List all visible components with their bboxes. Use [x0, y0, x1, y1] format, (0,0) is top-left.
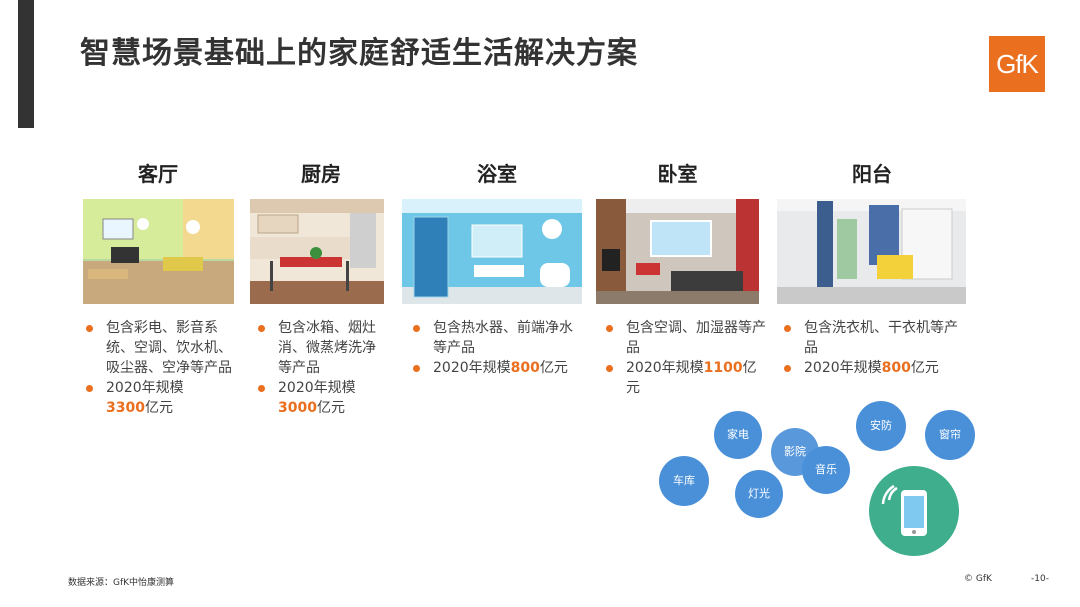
- bullet-item: 包含冰箱、烟灶消、微蒸烤洗净等产品: [255, 318, 385, 378]
- accent-bar: [18, 0, 34, 128]
- bullet-item: 包含彩电、影音系统、空调、饮水机、吸尘器、空净等产品: [83, 318, 243, 378]
- market-value: 800: [510, 360, 540, 376]
- bubble-music: 音乐: [802, 446, 850, 494]
- bullet-item: 包含洗衣机、干衣机等产品: [781, 318, 966, 358]
- bathroom-bullets: 包含热水器、前端净水等产品 2020年规模800亿元: [410, 318, 575, 378]
- balcony-bullets: 包含洗衣机、干衣机等产品 2020年规模800亿元: [781, 318, 966, 378]
- bubble-lighting: 灯光: [735, 470, 783, 518]
- bullet-item: 2020年规模800亿元: [781, 358, 966, 378]
- scene-title-balcony: 阳台: [852, 162, 892, 186]
- bullet-item: 2020年规模800亿元: [410, 358, 575, 378]
- scene-title-kitchen: 厨房: [301, 162, 341, 186]
- page-number: -10-: [1031, 574, 1049, 584]
- logo-text: GfK: [996, 49, 1039, 79]
- bullet-item: 包含空调、加湿器等产品: [603, 318, 768, 358]
- market-value: 800: [881, 360, 911, 376]
- balcony-image: [777, 199, 966, 304]
- bedroom-image: [596, 199, 759, 304]
- smartphone-wifi-icon: [869, 466, 959, 556]
- bubble-security: 安防: [856, 401, 906, 451]
- living-room-image: [83, 199, 234, 304]
- bedroom-bullets: 包含空调、加湿器等产品 2020年规模1100亿元: [603, 318, 768, 398]
- bubble-curtain: 窗帘: [925, 410, 975, 460]
- bullet-item: 包含热水器、前端净水等产品: [410, 318, 575, 358]
- data-source: 数据来源：GfK中怡康测算: [68, 578, 175, 588]
- scene-title-bedroom: 卧室: [657, 162, 698, 186]
- kitchen-image: [250, 199, 384, 304]
- scene-title-living-room: 客厅: [138, 162, 178, 186]
- bullet-item: 2020年规模1100亿元: [603, 358, 768, 398]
- bathroom-image: [402, 199, 582, 304]
- copyright: © GfK: [964, 574, 992, 584]
- market-value: 3000: [278, 400, 317, 416]
- scene-title-bathroom: 浴室: [477, 162, 517, 186]
- page-title: 智慧场景基础上的家庭舒适生活解决方案: [80, 36, 638, 71]
- market-value: 1100: [703, 360, 743, 376]
- bubble-appliance: 家电: [714, 411, 762, 459]
- gfk-logo: GfK: [989, 36, 1045, 92]
- bubble-garage: 车库: [659, 456, 709, 506]
- market-value: 3300: [106, 400, 145, 416]
